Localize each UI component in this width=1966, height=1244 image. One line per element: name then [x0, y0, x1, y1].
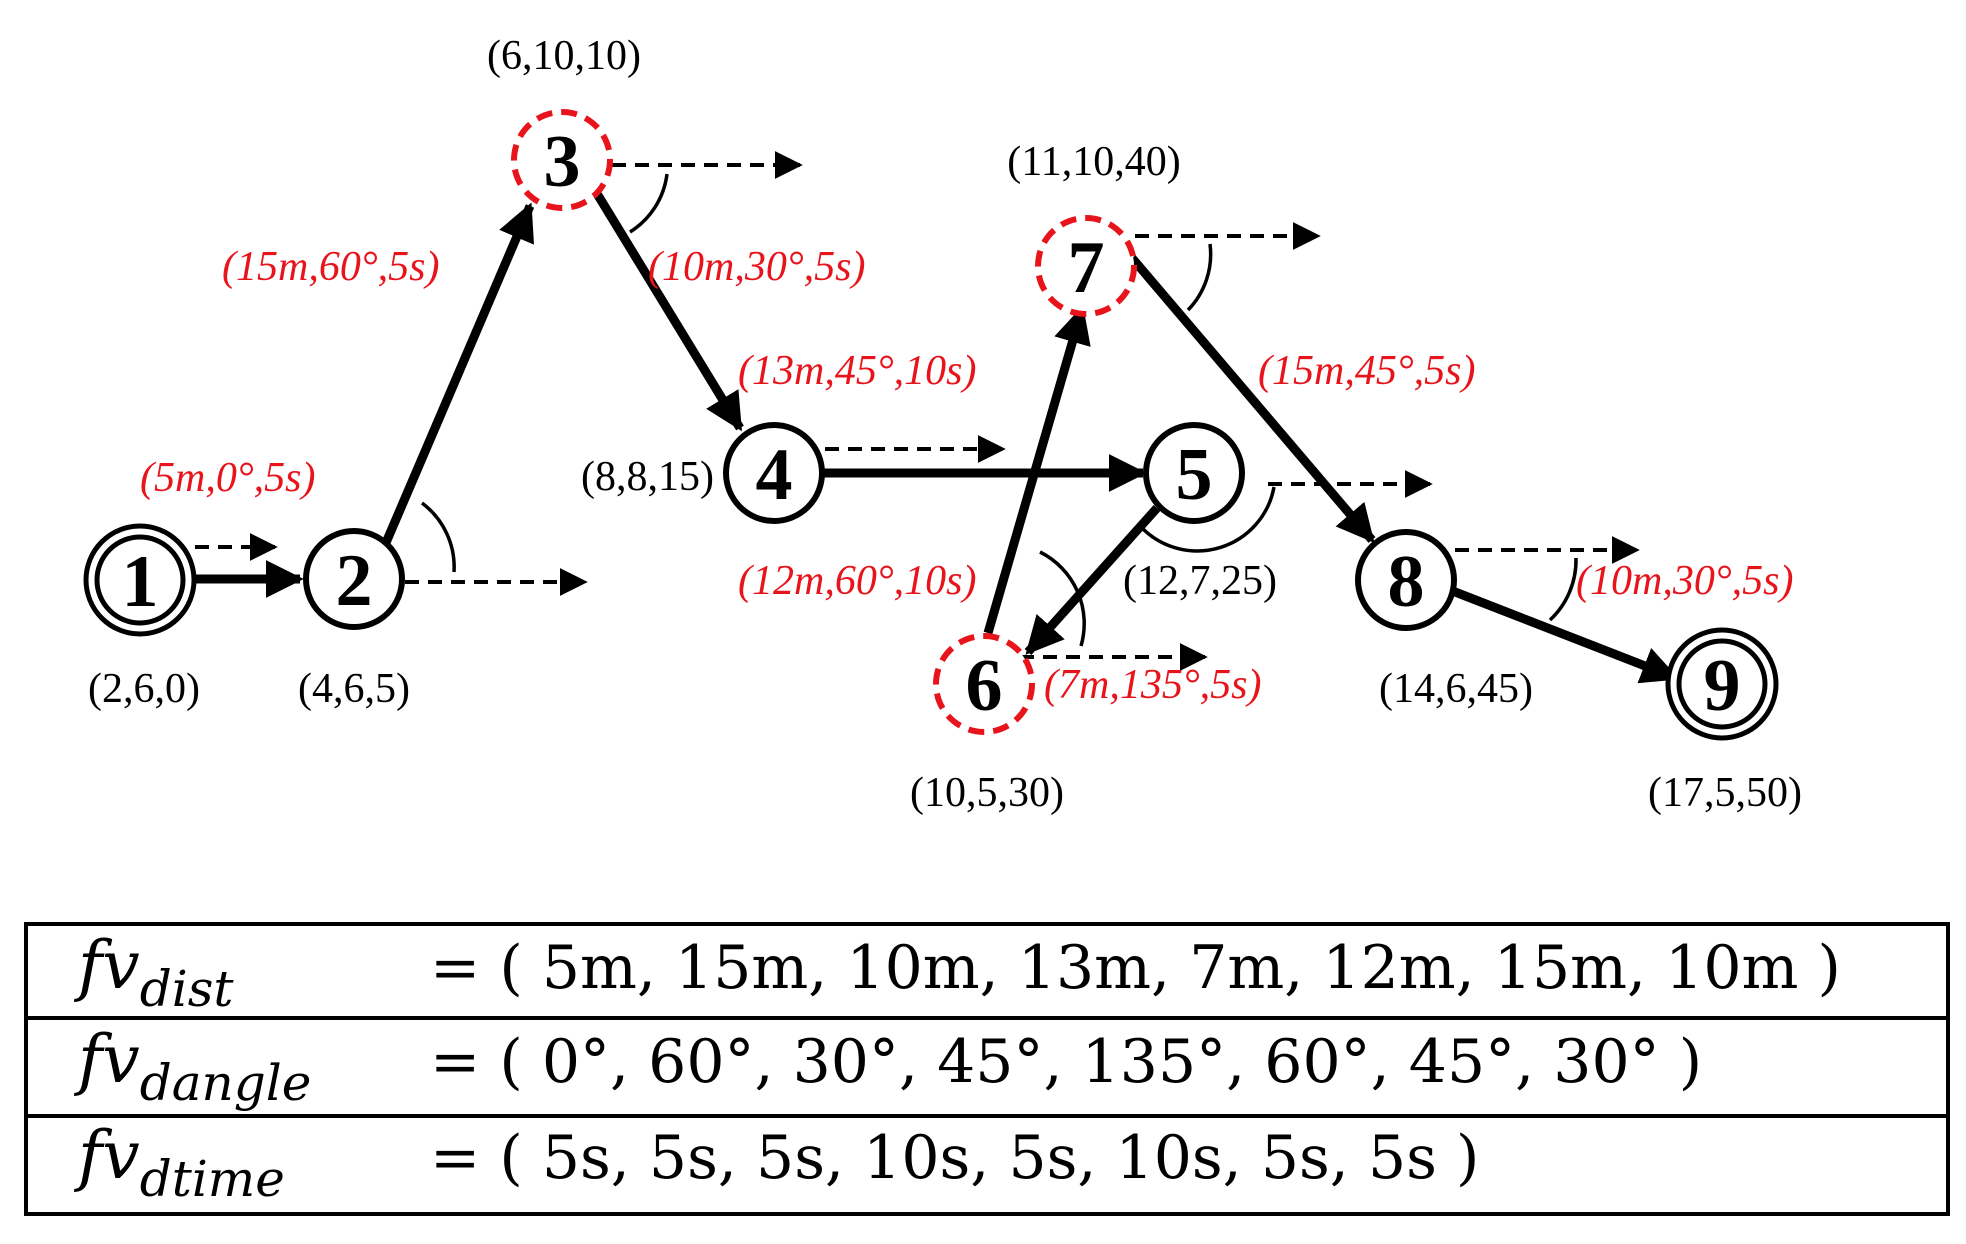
node-1-label: 1 — [122, 541, 159, 623]
edge-2-3-label: (15m,60°,5s) — [222, 244, 439, 290]
edge-4-5-label: (13m,45°,10s) — [738, 348, 976, 394]
table-row-dtime-symbol: fv — [73, 1117, 140, 1194]
node-5-label: 5 — [1176, 434, 1213, 516]
node-2: 2 — [303, 528, 405, 630]
edge-7-8 — [1128, 255, 1376, 543]
angle-arc-3 — [629, 173, 669, 234]
table-border — [24, 922, 1950, 1216]
node-3-coord: (6,10,10) — [487, 33, 641, 79]
edge-5-6-label: (7m,135°,5s) — [1044, 662, 1261, 708]
edge-3-4-label: (10m,30°,5s) — [648, 244, 865, 290]
edge-5-6 — [1024, 504, 1161, 656]
node-4-coord: (8,8,15) — [581, 454, 714, 500]
node-7: 7 — [1035, 215, 1137, 317]
table-row-dist-symbol: fv — [73, 927, 140, 1004]
node-8-coord: (14,6,45) — [1379, 666, 1533, 712]
node-4: 4 — [723, 422, 825, 524]
node-6-label: 6 — [966, 645, 1003, 727]
node-1: 1 — [83, 523, 197, 637]
edge-6-7-label: (12m,60°,10s) — [738, 558, 976, 604]
node-3: 3 — [511, 109, 613, 211]
table-row-dangle-value: = ( 0°, 60°, 30°, 45°, 135°, 60°, 45°, 3… — [430, 1027, 1702, 1097]
node-6-coord: (10,5,30) — [910, 770, 1064, 816]
table-row-dtime-subscript: dtime — [140, 1150, 285, 1208]
node-coordinates: (2,6,0) (4,6,5) (6,10,10) (8,8,15) (12,7… — [88, 33, 1802, 816]
node-9-circle — [1676, 638, 1768, 730]
angle-arc-2 — [420, 501, 456, 573]
node-8-circle — [1355, 529, 1457, 631]
node-4-label: 4 — [756, 434, 793, 516]
node-9-coord: (17,5,50) — [1648, 770, 1802, 816]
feature-vector-table: fvdist = ( 5m, 15m, 10m, 13m, 7m, 12m, 1… — [24, 922, 1950, 1216]
node-9: 9 — [1665, 627, 1779, 741]
table-row-dist-subscript: dist — [140, 960, 235, 1018]
table-row-dangle: fvdangle = ( 0°, 60°, 30°, 45°, 135°, 60… — [73, 1021, 1702, 1112]
node-7-label: 7 — [1068, 227, 1105, 309]
table-row-dist-value: = ( 5m, 15m, 10m, 13m, 7m, 12m, 15m, 10m… — [430, 933, 1841, 1003]
node-1-circle — [94, 534, 186, 626]
edge-2-3 — [380, 202, 535, 547]
table-row-dangle-symbol: fv — [73, 1021, 140, 1098]
angle-arc-5 — [1140, 486, 1276, 553]
nodes: 1 2 3 4 5 6 7 8 — [83, 109, 1779, 741]
node-4-circle — [723, 422, 825, 524]
node-2-coord: (4,6,5) — [298, 666, 410, 712]
node-5-circle — [1143, 422, 1245, 524]
table-row-dtime: fvdtime = ( 5s, 5s, 5s, 10s, 5s, 10s, 5s… — [73, 1117, 1479, 1208]
angle-arcs — [420, 173, 1578, 647]
edge-3-4 — [592, 189, 744, 432]
angle-arc-8 — [1548, 557, 1578, 622]
node-5-coord: (12,7,25) — [1123, 558, 1277, 604]
table-row-dtime-name: fvdtime — [73, 1117, 285, 1208]
node-6-circle — [933, 633, 1035, 735]
node-2-circle — [303, 528, 405, 630]
node-3-circle — [511, 109, 613, 211]
node-8: 8 — [1355, 529, 1457, 631]
table-row-dangle-name: fvdangle — [73, 1021, 311, 1112]
node-6: 6 — [933, 633, 1035, 735]
table-row-dangle-subscript: dangle — [140, 1054, 312, 1112]
node-8-label: 8 — [1388, 541, 1425, 623]
node-1-coord: (2,6,0) — [88, 666, 200, 712]
table-row-dtime-value: = ( 5s, 5s, 5s, 10s, 5s, 10s, 5s, 5s ) — [430, 1123, 1479, 1193]
table-row-dist-name: fvdist — [73, 927, 234, 1018]
node-9-label: 9 — [1704, 645, 1741, 727]
edge-7-8-label: (15m,45°,5s) — [1258, 348, 1475, 394]
reference-directions — [195, 151, 1640, 671]
edge-6-7 — [983, 305, 1091, 635]
edge-1-2-label: (5m,0°,5s) — [140, 455, 315, 501]
node-7-coord: (11,10,40) — [1007, 139, 1180, 185]
angle-arc-7 — [1186, 243, 1213, 312]
edges — [194, 189, 1680, 684]
edge-8-9 — [1448, 585, 1680, 684]
edge-8-9-label: (10m,30°,5s) — [1576, 558, 1793, 604]
node-7-circle — [1035, 215, 1137, 317]
node-3-label: 3 — [544, 121, 581, 203]
edge-labels: (5m,0°,5s) (15m,60°,5s) (10m,30°,5s) (13… — [140, 244, 1793, 708]
table-row-dist: fvdist = ( 5m, 15m, 10m, 13m, 7m, 12m, 1… — [73, 927, 1841, 1018]
node-5: 5 — [1143, 422, 1245, 524]
node-2-label: 2 — [336, 540, 373, 622]
